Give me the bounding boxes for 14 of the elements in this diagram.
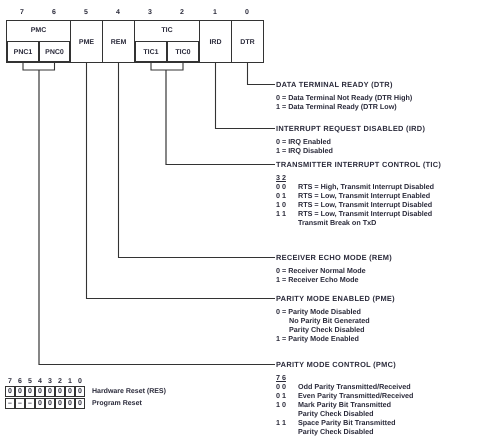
bit-field-group: [134, 20, 200, 63]
bit-field: [167, 41, 199, 62]
leader-line: [246, 63, 275, 86]
bit-field: [70, 20, 103, 63]
bit-field: [39, 41, 70, 62]
leader-line: [118, 63, 275, 258]
bit-field: [102, 20, 135, 63]
bit-field: [199, 20, 232, 63]
bit-field: [7, 41, 39, 62]
leader-line: [214, 63, 275, 130]
leader-line: [86, 63, 275, 300]
bit-field-group: [6, 20, 71, 63]
bit-field: [135, 41, 167, 62]
bit-field: [231, 20, 264, 63]
